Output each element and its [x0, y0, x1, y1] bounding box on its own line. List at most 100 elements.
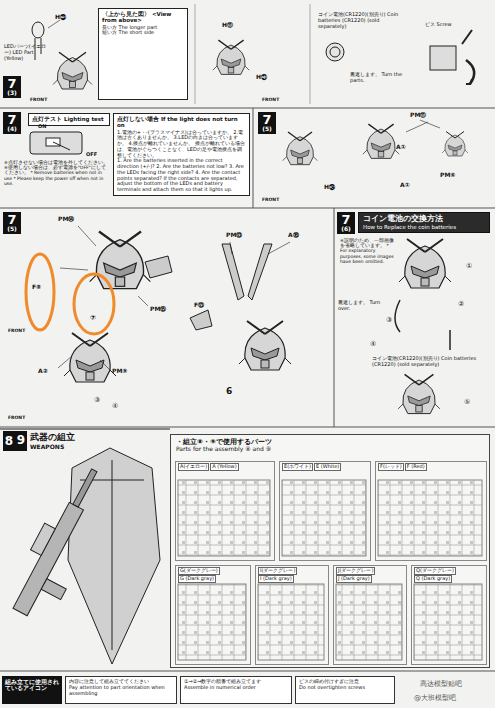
part-number: F⑧ — [32, 284, 41, 291]
step-number: 7(4) — [3, 112, 21, 134]
part-number: A① — [396, 144, 406, 151]
screw-and-cover — [466, 60, 474, 84]
node-heading: A(イエロー) — [178, 463, 209, 471]
leader-lines — [406, 122, 428, 132]
leader-lines — [60, 268, 88, 270]
panel-dividers — [0, 208, 495, 209]
switch-label: OFF — [86, 152, 97, 158]
runner-cell: A(イエロー)A (Yellow) — [175, 461, 275, 561]
panel-dividers — [0, 427, 495, 428]
part-number: PM⑥ — [440, 172, 455, 179]
v-fin-parts — [190, 310, 212, 330]
header-box: コイン電池の交換方法How to Replace the coin batter… — [358, 212, 490, 233]
callout-number: ② — [458, 300, 464, 308]
v-fin-parts — [222, 244, 244, 300]
node-text: F (Red) — [405, 463, 427, 471]
runner-cell: G(ダークグレー)G (Dark gray) — [175, 565, 251, 665]
node-text: 9 — [17, 434, 25, 448]
leader-lines — [138, 296, 148, 306]
callout-number: ④ — [112, 402, 118, 410]
front-mark: FRONT — [8, 328, 25, 333]
front-mark: FRONT — [262, 197, 279, 202]
step-number: 7(3) — [3, 76, 21, 98]
part-name: ビス Screw — [425, 22, 457, 28]
leader-lines — [100, 360, 110, 370]
part-number: A⑯ — [288, 232, 299, 239]
node-text: (6) — [337, 226, 355, 233]
front-mark: FRONT — [30, 97, 47, 102]
step-number: 6 — [226, 386, 232, 396]
node-text: (5) — [258, 126, 276, 133]
watermark: 高达模型贴吧 — [420, 680, 462, 688]
v-fin-parts — [248, 244, 272, 300]
head-illustration — [53, 52, 92, 89]
node-text: Q (Dark gray) — [414, 575, 452, 583]
node-heading: 組み立てに使用されているアイコン — [5, 679, 59, 692]
icon-item: ①→②→数字の順番で組み立てますAssemble in numerical or… — [180, 676, 292, 704]
runner-cell: Q(ダークグレー)Q (Dark gray) — [411, 565, 487, 665]
trouble-box: 点灯しない場合 If the light does not turn on1.電… — [113, 113, 250, 196]
annotation-circle — [26, 254, 54, 330]
part-number: H㉓ — [55, 14, 66, 21]
leader-lines — [58, 356, 72, 368]
coin-battery — [326, 43, 344, 61]
switch-label: ON — [38, 124, 46, 130]
node-heading: E(ホワイト) — [282, 463, 313, 471]
head-illustration — [398, 374, 440, 413]
front-mark: FRONT — [8, 415, 25, 420]
node-text: 1. Are the batteries inserted in the cor… — [117, 158, 246, 193]
shield — [68, 448, 160, 664]
screw-and-cover — [430, 30, 474, 84]
node-heading: 7 — [337, 213, 355, 226]
node-heading: G(ダークグレー) — [178, 567, 220, 575]
part-name: LEDパーツ(イエロー) LED Part (Yellow) — [4, 44, 46, 61]
annotation-circle — [26, 254, 114, 334]
node-text: A (Yellow) — [210, 463, 238, 471]
node-text: I (Dark gray) — [258, 575, 294, 583]
part-note: コイン電池(CR1220)(別売り) Coin batteries (CR122… — [372, 356, 484, 368]
icon-legend-title: 組み立てに使用されているアイコン — [2, 676, 62, 704]
node-heading: コイン電池の交換方法 — [363, 215, 485, 224]
section-title: WEAPONS — [30, 444, 64, 451]
section-title: 武器の組立 — [30, 432, 75, 442]
callout-number: ④ — [370, 340, 376, 348]
leader-lines — [230, 242, 232, 254]
section-band — [0, 428, 170, 430]
beam-rifle — [73, 469, 97, 507]
node-text: Do not overtighten screws — [299, 685, 391, 691]
node-heading: 7 — [258, 113, 276, 126]
panel-dividers — [334, 208, 335, 427]
screw-and-cover — [462, 30, 472, 44]
coin-battery — [326, 43, 344, 61]
v-fin-parts — [145, 256, 172, 278]
assembly-arrows — [395, 300, 450, 350]
head-illustration — [283, 132, 318, 165]
assembly-arrows — [449, 330, 451, 350]
step-number: 89 — [3, 431, 27, 451]
node-heading: 8 — [5, 435, 13, 447]
node-text: Parts for the assembly ⑧ and ⑨ — [176, 446, 484, 453]
node-heading: I(ダークグレー) — [258, 567, 297, 575]
switch — [30, 132, 82, 154]
part-number: A① — [400, 182, 410, 189]
step-number: 7(5) — [258, 112, 276, 134]
node-text: E (White) — [314, 463, 341, 471]
node-text: (4) — [3, 126, 21, 133]
icon-item: 内容に注意して組み立ててくださいPay attention to part or… — [65, 676, 177, 704]
section-band — [0, 428, 170, 430]
step-number: 7(5) — [3, 212, 21, 234]
node-heading: Q(ダークグレー) — [414, 567, 456, 575]
node-heading: 7 — [3, 77, 21, 90]
node-heading: ・組立⑧・⑨で使用するパーツ — [176, 438, 484, 446]
part-number: A② — [38, 368, 48, 375]
node-heading: 7 — [3, 113, 21, 126]
node-heading: 点灯しない場合 If the light does not turn on — [117, 116, 246, 129]
part-number: H㉑ — [256, 74, 267, 81]
panel-dividers — [310, 4, 311, 104]
led-part — [32, 22, 44, 38]
led-part — [32, 20, 60, 60]
runner-cell: F(レッド)F (Red) — [375, 461, 487, 561]
node-heading: J(ダークグレー) — [336, 567, 375, 575]
part-number: H⑪ — [222, 22, 233, 29]
icon-item: ビスの締め付けすぎに注意Do not overtighten screws — [295, 676, 395, 704]
